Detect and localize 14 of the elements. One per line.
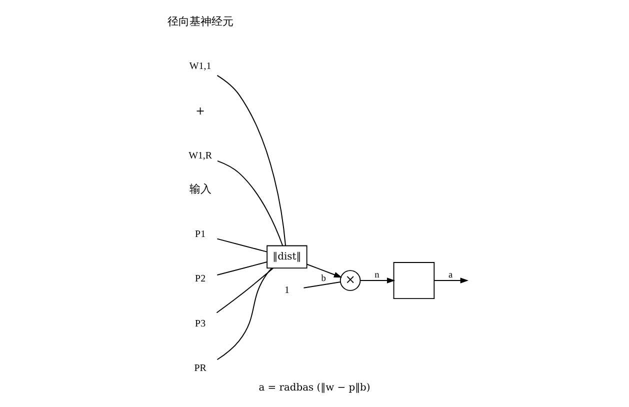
node-text: 1 xyxy=(284,284,290,296)
node-text: PR xyxy=(194,363,206,374)
node-text: P3 xyxy=(195,318,206,330)
node-text: W1,R xyxy=(188,150,212,162)
edge-label: a xyxy=(448,270,453,280)
node-text: P1 xyxy=(195,228,206,240)
node-text: W1,1 xyxy=(189,61,212,72)
label: + xyxy=(196,104,205,118)
edge-label: b xyxy=(321,274,326,284)
label: 输入 xyxy=(189,182,212,196)
caption: a = radbas (‖w − p‖b) xyxy=(258,382,370,394)
label: 径向基神经元 xyxy=(167,14,234,28)
edge-label: n xyxy=(374,270,380,280)
node-text: P2 xyxy=(195,274,206,285)
